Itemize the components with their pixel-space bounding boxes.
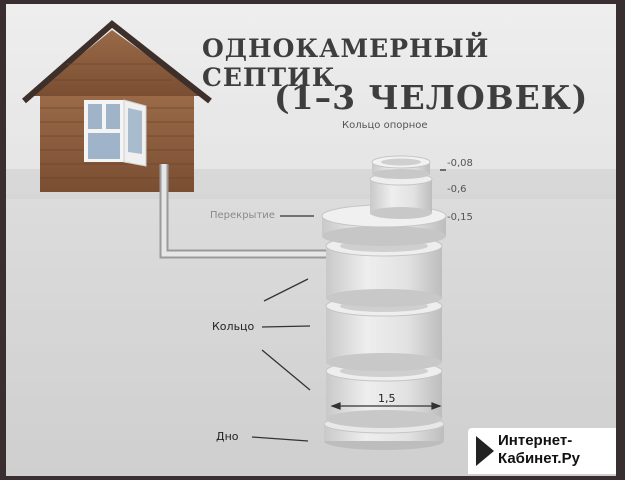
watermark-line-2: Кабинет.Ру — [498, 450, 580, 467]
label-slab: Перекрытие — [210, 210, 275, 221]
title-line-2: (1–3 ЧЕЛОВЕК) — [274, 78, 589, 117]
label-bottom: Дно — [216, 430, 239, 443]
play-arrow-icon — [476, 436, 494, 466]
leader-lines — [251, 169, 446, 442]
level-mark-1: -0,08 — [447, 158, 473, 169]
house — [22, 20, 212, 192]
label-support-ring: Кольцо опорное — [342, 120, 428, 131]
septic-diagram — [6, 20, 616, 476]
diameter-dimension — [330, 402, 442, 410]
ring-stack — [321, 155, 447, 450]
window — [84, 99, 147, 167]
level-mark-2: -0,6 — [447, 184, 467, 195]
sewer-pipe — [159, 164, 328, 259]
level-mark-3: -0,15 — [447, 212, 473, 223]
watermark-badge: Интернет- Кабинет.Ру — [468, 428, 616, 474]
poster: ОДНОКАМЕРНЫЙ СЕПТИК (1–3 ЧЕЛОВЕК) Кольцо… — [6, 4, 616, 476]
watermark-line-1: Интернет- — [498, 432, 573, 449]
title-line-1: ОДНОКАМЕРНЫЙ СЕПТИК — [202, 34, 490, 92]
label-diameter: 1,5 — [378, 392, 396, 405]
label-ring: Кольцо — [212, 320, 255, 333]
